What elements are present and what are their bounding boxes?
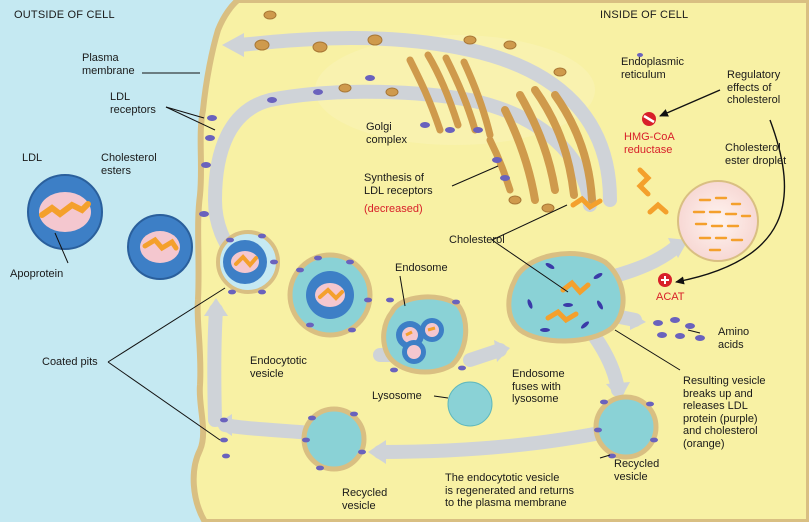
cholesterol-label: Cholesterol <box>449 234 505 246</box>
golgi-complex-label: Golgi complex <box>366 121 407 146</box>
vesicle-receptors <box>220 233 658 471</box>
endocytotic-vesicle-label: Endocytotic vesicle <box>250 355 307 380</box>
recycled-vesicle-right-label: Recycled vesicle <box>614 458 660 483</box>
endosome <box>381 294 469 375</box>
endosome-label: Endosome <box>395 262 448 274</box>
regulatory-arrows <box>659 89 786 285</box>
golgi-complex <box>254 10 596 213</box>
decreased-label: (decreased) <box>364 203 423 215</box>
endocytotic-vesicle <box>287 252 373 338</box>
lysosome-label: Lysosome <box>372 390 422 402</box>
ldl-label: LDL <box>22 152 43 164</box>
amino-acids-label: Amino acids <box>718 326 750 351</box>
leader-lines <box>54 72 701 459</box>
ldl-particle-approaching <box>127 214 193 280</box>
cholesterol-esters-label: Cholesterol esters <box>101 152 157 177</box>
cytoplasm <box>190 0 809 522</box>
acat-label: ACAT <box>656 291 685 303</box>
apoprotein-label: Apoprotein <box>10 268 64 280</box>
fused-endosome-lysosome <box>506 251 626 344</box>
plasma-membrane-label: Plasma membrane <box>82 52 135 77</box>
inside-cell-label: INSIDE OF CELL <box>600 9 689 21</box>
cholesterol-ester-droplet-label: Cholesterol ester droplet <box>725 142 787 167</box>
cholesterol-ester-droplet <box>677 180 759 262</box>
coated-pits-label: Coated pits <box>42 356 98 368</box>
lysosome <box>447 381 493 427</box>
ldl-receptors <box>199 53 705 341</box>
inhibit-icon <box>642 112 656 126</box>
hmg-coa-reductase-label: HMG-CoA reductase <box>624 131 675 156</box>
recycled-vesicle-right <box>593 394 659 460</box>
regulatory-effects-label: Regulatory effects of cholesterol <box>727 69 781 106</box>
ldl-particle-outside <box>27 174 103 250</box>
outside-cell-label: OUTSIDE OF CELL <box>14 9 115 21</box>
activate-icon <box>658 273 672 287</box>
synthesis-receptors-label: Synthesis of LDL receptors <box>364 172 433 197</box>
recycled-vesicle-bottom-label: Recycled vesicle <box>342 487 388 512</box>
endosome-fuses-label: Endosome fuses with lysosome <box>512 368 565 405</box>
resulting-vesicle-label: Resulting vesicle breaks up and releases… <box>683 375 766 450</box>
ldl-receptors-label: LDL receptors <box>110 91 156 116</box>
free-cholesterol <box>570 167 669 215</box>
regenerated-vesicle-label: The endocytotic vesicle is regenerated a… <box>445 472 575 509</box>
endoplasmic-reticulum-label: Endoplasmic reticulum <box>621 56 684 81</box>
